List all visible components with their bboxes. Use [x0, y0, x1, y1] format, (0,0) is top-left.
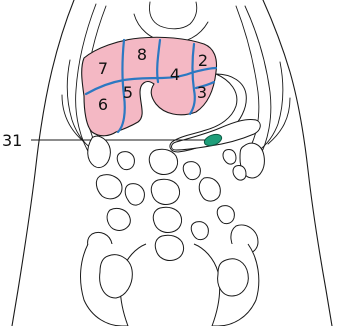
segment-label-4: 4	[170, 65, 180, 84]
segment-label-6: 6	[98, 95, 108, 114]
right-kidney	[88, 136, 111, 168]
segment-label-8: 8	[137, 45, 147, 64]
segment-label-7: 7	[98, 59, 108, 78]
segment-label-2: 2	[198, 51, 208, 70]
callout-label: 31	[2, 131, 22, 150]
spine	[149, 149, 183, 260]
segment-label-5: 5	[123, 83, 133, 102]
segment-label-3: 3	[197, 83, 207, 102]
